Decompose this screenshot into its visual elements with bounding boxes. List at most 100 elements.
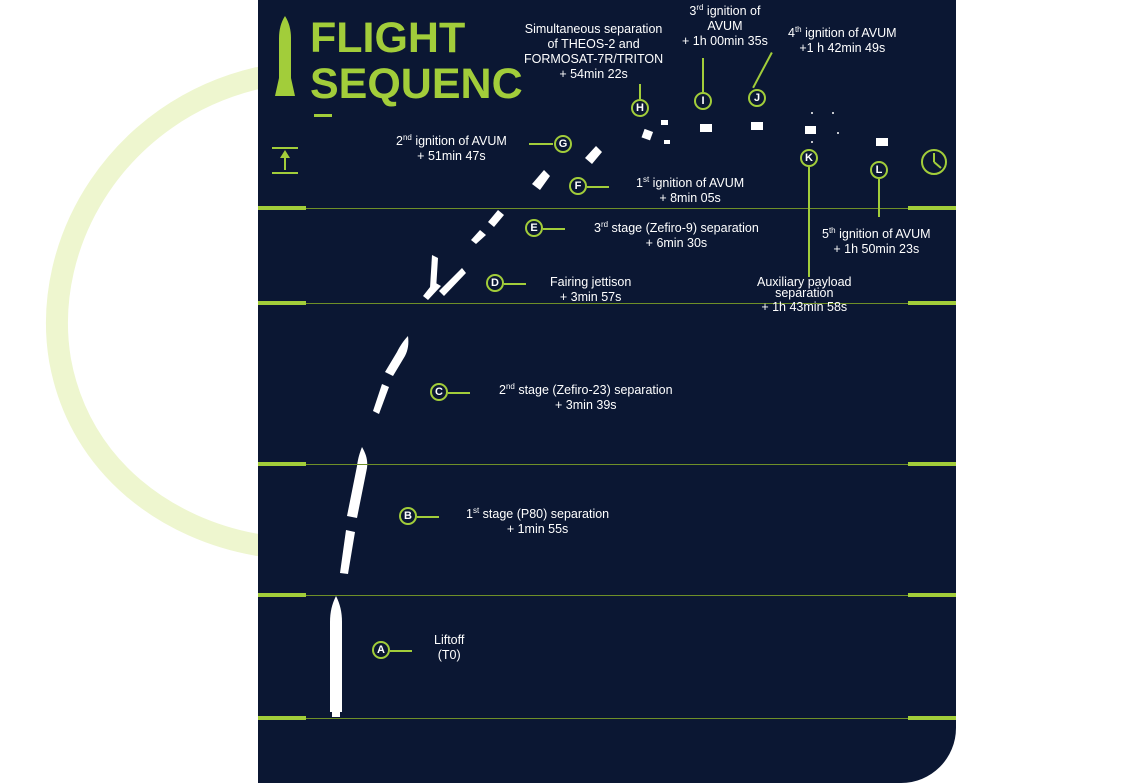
event-l-rest: ignition of AVUM [835,227,931,241]
marker-h-line [639,84,641,99]
event-h-line1: Simultaneous separation [524,22,663,36]
event-i-sup: rd [696,2,704,12]
event-i-label: 3rd ignition of AVUM + 1h 00min 35s [682,2,768,49]
event-g-ord: 2 [396,134,403,148]
divider-3-cap-right [908,462,956,466]
event-k-line2: separation [775,286,834,300]
event-d-label: Fairing jettison + 3min 57s [550,275,631,305]
divider-4-cap-right [908,593,956,597]
flight-sequence-panel: FLIGHT SEQUENC A Liftoff (T0) B 1st stag… [258,0,956,783]
event-f-sup: st [642,174,650,184]
divider-2-cap-right [908,301,956,305]
event-f-rest: ignition of AVUM [649,176,745,190]
event-k-time: + 1h 43min 58s [761,300,848,314]
marker-a: A [372,641,390,659]
marker-a-line [390,650,412,652]
marker-h: H [631,99,649,117]
marker-c: C [430,383,448,401]
marker-e-line [543,228,565,230]
title-underline [314,114,332,117]
rocket-liftoff-shape [330,596,342,717]
event-g-sup: nd [402,132,412,142]
event-b-time: + 1min 55s [506,522,569,536]
event-j-ord: 4 [788,26,795,40]
event-e-label: 3rd stage (Zefiro-9) separation + 6min 3… [594,219,759,251]
fairing-jettison-shape [423,255,466,300]
divider-1 [258,208,956,209]
marker-f-line [587,186,609,188]
event-d-time: + 3min 57s [559,290,622,304]
event-l-label: 5th ignition of AVUM + 1h 50min 23s [822,225,931,257]
event-g-time: + 51min 47s [417,149,486,163]
event-c-time: + 3min 39s [555,398,617,412]
event-i-ord: 3 [689,4,697,18]
event-h-time: + 54min 22s [559,67,628,81]
marker-i: I [694,92,712,110]
divider-1-cap-left [258,206,306,210]
event-a-name: Liftoff [434,633,465,647]
panel-graphics [272,16,947,717]
event-e-ord: 3 [594,221,601,235]
marker-i-line [702,58,704,92]
event-g-rest: ignition of AVUM [411,134,507,148]
event-f-label: 1st ignition of AVUM + 8min 05s [636,174,745,206]
event-c-rest: stage (Zefiro-23) separation [514,383,673,397]
event-e-rest: stage (Zefiro-9) separation [608,221,759,235]
event-h-line3: FORMOSAT-7R/TRITON [524,52,664,66]
event-j-sup: th [794,24,802,34]
event-h-line2: of THEOS-2 and [547,37,640,51]
event-a-time: (T0) [437,648,461,662]
event-a-label: Liftoff (T0) [434,633,464,663]
divider-5-cap-right [908,716,956,720]
divider-5-cap-left [258,716,306,720]
marker-k-line [808,167,810,277]
marker-k: K [800,149,818,167]
event-j-label: 4th ignition of AVUM +1 h 42min 49s [788,24,897,56]
divider-2 [258,303,956,304]
event-i-line2: AVUM [707,19,743,33]
marker-j: J [748,89,766,107]
rocket-icon [275,16,295,96]
event-d-name: Fairing jettison [550,275,632,289]
event-e-time: + 6min 30s [645,236,708,250]
event-k-line1: Auxiliary payload [757,275,852,289]
title-line-2: SEQUENC [310,60,523,108]
clock-icon [921,149,947,175]
marker-b-line [417,516,439,518]
altitude-arrow-icon [272,147,298,174]
event-i-time: + 1h 00min 35s [682,34,768,48]
event-h-label: Simultaneous separation of THEOS-2 and F… [524,22,663,82]
event-j-rest: ignition of AVUM [801,26,897,40]
event-l-sup: th [828,225,836,235]
divider-3 [258,464,956,465]
event-k-label: Auxiliary payload separation + 1h 43min … [757,275,852,315]
event-i-rest: ignition of [703,4,761,18]
title-line-1: FLIGHT [310,14,466,62]
event-b-label: 1st stage (P80) separation + 1min 55s [466,505,610,537]
divider-1-cap-right [908,206,956,210]
event-b-rest: stage (P80) separation [479,507,610,521]
marker-l: L [870,161,888,179]
event-f-ord: 1 [636,176,643,190]
marker-b: B [399,507,417,525]
avum-upper-stage-shapes [532,112,888,190]
marker-g: G [554,135,572,153]
divider-3-cap-left [258,462,306,466]
event-e-sup: rd [600,219,609,229]
event-b-ord: 1 [466,507,473,521]
divider-5 [258,718,956,719]
event-b-sup: st [472,505,480,515]
divider-4-cap-left [258,593,306,597]
stage3-separation-shape [471,210,504,244]
marker-e: E [525,219,543,237]
divider-4 [258,595,956,596]
event-l-time: + 1h 50min 23s [833,242,920,256]
marker-g-line [529,143,553,145]
event-c-ord: 2 [499,383,506,397]
event-l-ord: 5 [822,227,829,241]
marker-d-line [504,283,526,285]
event-c-sup: nd [505,381,515,391]
divider-2-cap-left [258,301,306,305]
event-f-time: + 8min 05s [659,191,721,205]
